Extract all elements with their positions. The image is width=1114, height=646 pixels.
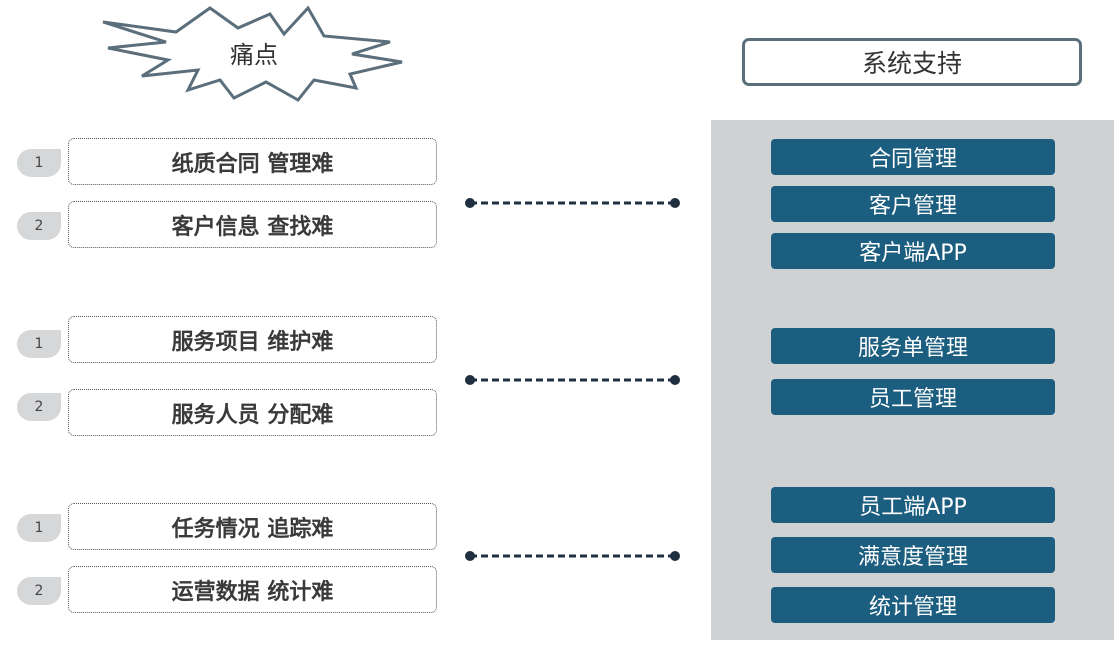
- pain-point-box: 纸质合同 管理难: [68, 138, 437, 185]
- pain-point-box: 服务人员 分配难: [68, 389, 437, 436]
- pain-point-box: 服务项目 维护难: [68, 316, 437, 363]
- connector-group-1: [465, 198, 680, 208]
- feature-client-app: 客户端APP: [771, 233, 1055, 269]
- pain-number-badge: 1: [17, 149, 61, 177]
- feature-contract-management: 合同管理: [771, 139, 1055, 175]
- feature-statistics-management: 统计管理: [771, 587, 1055, 623]
- pain-point-box: 运营数据 统计难: [68, 566, 437, 613]
- pain-points-starburst: 痛点: [98, 4, 410, 104]
- feature-customer-management: 客户管理: [771, 186, 1055, 222]
- pain-number-badge: 1: [17, 330, 61, 358]
- pain-number-badge: 2: [17, 577, 61, 605]
- pain-number-badge: 1: [17, 514, 61, 542]
- connector-group-2: [465, 375, 680, 385]
- feature-satisfaction-management: 满意度管理: [771, 537, 1055, 573]
- feature-service-order-management: 服务单管理: [771, 328, 1055, 364]
- pain-number-badge: 2: [17, 393, 61, 421]
- connector-group-3: [465, 551, 680, 561]
- feature-staff-app: 员工端APP: [771, 487, 1055, 523]
- pain-point-box: 任务情况 追踪难: [68, 503, 437, 550]
- feature-staff-management: 员工管理: [771, 379, 1055, 415]
- pain-points-title: 痛点: [230, 40, 278, 69]
- pain-point-box: 客户信息 查找难: [68, 201, 437, 248]
- system-support-title: 系统支持: [742, 38, 1082, 86]
- starburst-shape: [102, 5, 403, 102]
- pain-number-badge: 2: [17, 212, 61, 240]
